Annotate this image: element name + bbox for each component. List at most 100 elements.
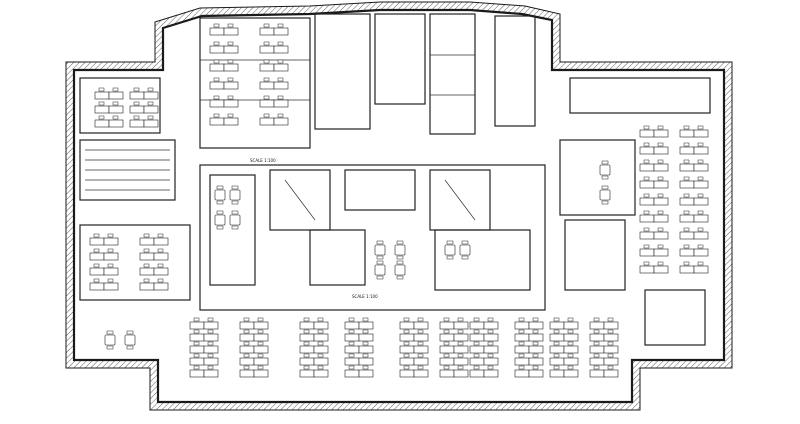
workstation [189,341,219,354]
workstation [679,159,709,172]
workstation [399,317,429,330]
meeting-table [214,185,226,205]
workstation [639,210,669,223]
meeting-table [444,240,456,260]
north-offices [199,13,536,149]
west-workstations [89,87,169,291]
workstation [549,365,579,378]
workstation [639,261,669,274]
zone-label-2: SCALE 1:100 [250,158,276,163]
workstation [514,329,544,342]
meeting-table [374,240,386,260]
workstation [589,353,619,366]
workstation [399,341,429,354]
meeting-table [599,185,611,205]
workstation [639,125,669,138]
workstation [514,341,544,354]
meeting-table [459,240,471,260]
workstation [239,341,269,354]
workstation [259,23,289,36]
workstation [209,113,239,126]
workstation [679,193,709,206]
workstation [399,365,429,378]
workstation [299,317,329,330]
workstation [209,41,239,54]
south-workstations [189,317,619,378]
workstation [189,353,219,366]
workstation [439,353,469,366]
workstation [514,317,544,330]
workstation [469,341,499,354]
north-workstations [209,23,289,126]
east-workstations [639,125,709,274]
workstation [469,353,499,366]
workstation [469,365,499,378]
workstation [589,317,619,330]
workstation [239,365,269,378]
workstation [89,278,119,291]
workstation [514,365,544,378]
exterior-wall [65,1,733,411]
workstation [239,329,269,342]
workstation [209,23,239,36]
workstation [239,353,269,366]
workstation [549,341,579,354]
workstation [439,329,469,342]
workstation [679,176,709,189]
building-core [199,164,546,311]
meeting-table [124,330,136,350]
workstation [679,125,709,138]
workstation [129,115,159,128]
workstation [399,353,429,366]
meeting-table [599,160,611,180]
workstation [189,365,219,378]
workstation [679,210,709,223]
workstation [639,142,669,155]
workstation [129,101,159,114]
workstation [209,95,239,108]
workstation [344,317,374,330]
workstation [189,329,219,342]
meeting-table [394,240,406,260]
workstation [259,95,289,108]
workstation [89,233,119,246]
workstation [589,341,619,354]
workstation [209,59,239,72]
west-rooms [79,77,191,301]
workstation [259,77,289,90]
workstation [344,365,374,378]
workstation [239,317,269,330]
workstation [679,142,709,155]
workstation [639,176,669,189]
workstation [139,248,169,261]
workstation [639,227,669,240]
workstation [94,115,124,128]
workstation [189,317,219,330]
workstation [209,77,239,90]
workstation [129,87,159,100]
workstation [299,353,329,366]
workstation [514,353,544,366]
workstation [439,317,469,330]
workstation [259,41,289,54]
workstation [639,244,669,257]
workstation [549,353,579,366]
workstation [299,341,329,354]
workstation [679,244,709,257]
meeting-table [104,330,116,350]
workstation [94,87,124,100]
workstation [589,329,619,342]
workstation [639,159,669,172]
workstation [139,278,169,291]
workstation [679,261,709,274]
workstation [344,353,374,366]
meeting-table [229,210,241,230]
zone-label-1: SCALE 1:100 [352,294,378,299]
workstation [139,233,169,246]
meeting-table [229,185,241,205]
meeting-table [374,260,386,280]
meeting-table [214,210,226,230]
workstation [469,317,499,330]
east-rooms [559,77,711,346]
